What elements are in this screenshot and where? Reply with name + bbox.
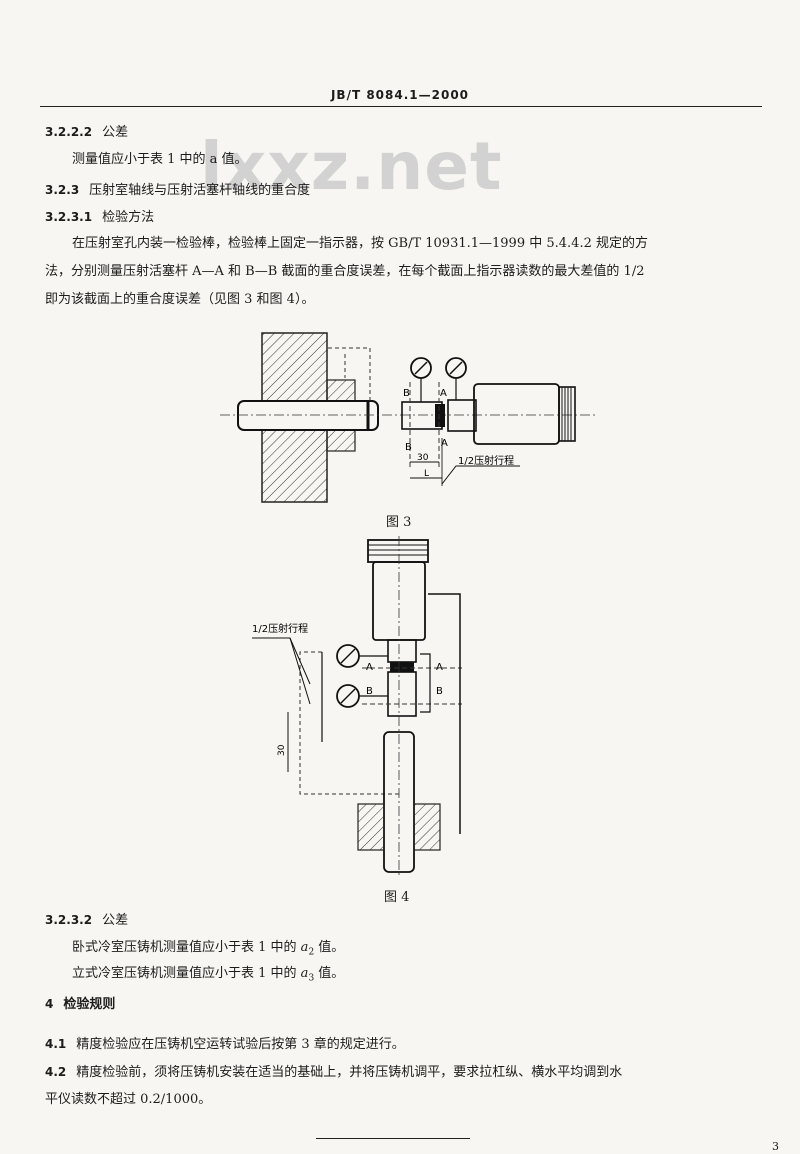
figure-3-diagram: B B A A 30 L 1/2压射行程 [220,332,595,503]
page-header: JB/T 8084.1—2000 [330,88,470,102]
section-3-2-3-2-line-1: 卧式冷室压铸机测量值应小于表 1 中的 a2 值。 [72,940,345,958]
section-3-2-3-1-line-2: 法，分别测量压射活塞杆 A—A 和 B—B 截面的重合度误差，在每个截面上指示器… [45,264,645,279]
figure-3-caption: 图 3 [386,515,412,530]
fig3-wall-top [261,332,328,402]
footer-rule [316,1138,470,1139]
fig3-label-b-top: B [403,388,410,399]
fig3-test-bar [237,400,379,431]
section-3-2-2-2-body: 测量值应小于表 1 中的 a 值。 [72,152,248,167]
fig4-label-b-left: B [366,686,373,697]
fig4-label-a-right: A [436,662,443,673]
fig3-label-a-bottom: A [441,438,448,449]
fig4-wall-left [357,803,385,851]
fig3-plunger-rod [473,383,560,445]
section-4-2-line-2: 平仪读数不超过 0.2/1000。 [45,1092,212,1107]
figure-4-diagram: A B A B 30 1/2压射行程 [252,536,462,878]
fig3-label-b-bottom: B [405,442,412,453]
fig4-wall-right [413,803,441,851]
fig3-label-a-top: A [440,388,447,399]
page-number: 3 [772,1140,779,1153]
figure-4-caption: 图 4 [384,890,410,905]
fig4-dim-30: 30 [277,744,287,756]
fig4-test-bar [383,731,415,873]
fig4-label-a-left: A [366,662,373,673]
section-3-2-3-1-line-3: 即为该截面上的重合度误差（见图 3 和图 4）。 [45,292,315,307]
section-3-2-3-1-line-1: 在压射室孔内装一检验棒，检验棒上固定一指示器，按 GB/T 10931.1—19… [72,236,648,251]
fig3-note: 1/2压射行程 [458,454,514,467]
fig4-plunger-cap [367,539,429,563]
fig4-note: 1/2压射行程 [252,622,308,635]
fig3-dim-30: 30 [417,453,429,463]
section-3-2-3-2-line-2: 立式冷室压铸机测量值应小于表 1 中的 a3 值。 [72,966,345,984]
fig3-dim-l: L [424,469,429,479]
header-rule [40,106,762,107]
watermark: lxxz.net [200,128,503,205]
fig3-wall-bottom [261,429,328,503]
fig4-label-b-right: B [436,686,443,697]
